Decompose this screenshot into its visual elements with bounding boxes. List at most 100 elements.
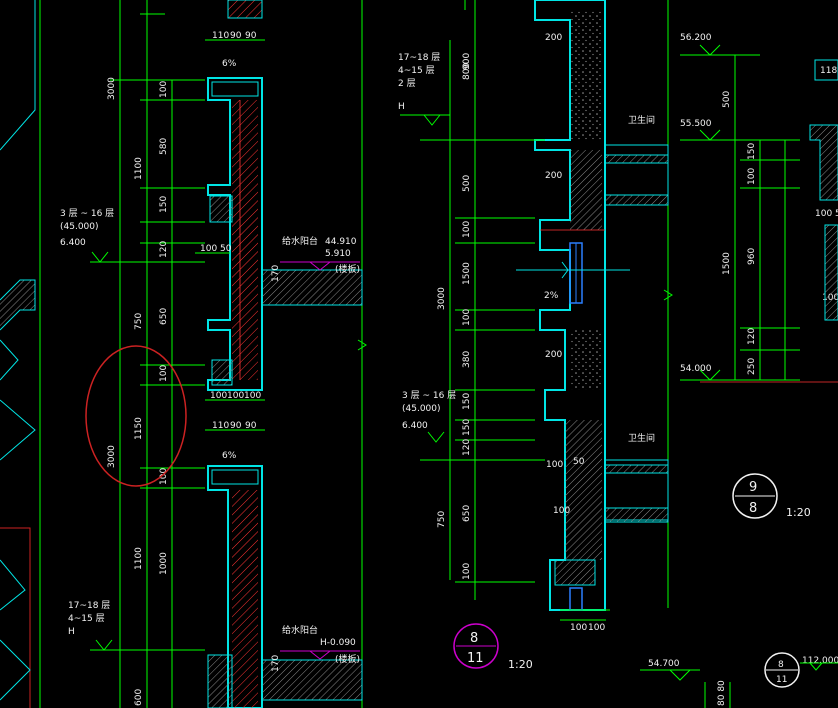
mid-level-17-18: 17~18 层	[398, 52, 440, 63]
v-dim-inner-5: 650	[159, 308, 169, 325]
level-4-15-left: 4~15 层	[68, 613, 105, 624]
right-v-7: 250	[747, 358, 757, 375]
mid-v-8: 150	[462, 393, 472, 410]
mid-level-4-15: 4~15 层	[398, 65, 435, 76]
v-dim-mid-2: 750	[134, 313, 144, 330]
small-dim-left: 100 50	[200, 244, 232, 254]
scale-mid: 1:20	[508, 658, 533, 671]
balcony-1-dim: 170	[271, 265, 281, 282]
right-elev-2: 55.500	[680, 119, 712, 129]
dim-mid2-3: 90	[245, 421, 257, 431]
upper-wall-section	[207, 0, 363, 391]
dim-top-1: 110	[212, 31, 229, 41]
v-dim-inner-7: 100	[159, 468, 169, 485]
bubble2-top: 8	[778, 660, 784, 670]
right-elev-3: 54.000	[680, 364, 712, 374]
bubble-mid-top: 8	[470, 631, 478, 646]
v-dim-inner-6: 100	[159, 365, 169, 382]
v-dim-mid-3: 1150	[134, 417, 144, 440]
right-elev-1: 56.200	[680, 33, 712, 43]
mid-v-9: 150	[462, 419, 472, 436]
mid-v-3: 500	[462, 175, 472, 192]
level-3-16-left: 3 层 ~ 16 层	[60, 208, 114, 219]
level-3-16-value-left: (45.000)	[60, 222, 99, 232]
annotation-ellipse	[85, 345, 187, 487]
slope-bottom: 6%	[222, 451, 237, 461]
mid-v-10: 120	[462, 439, 472, 456]
dim-top-2: 90	[230, 31, 242, 41]
v-dim-inner-2: 580	[159, 138, 169, 155]
mid-level-3-16-elev: 6.400	[402, 421, 428, 431]
mid-v-12: 750	[437, 511, 447, 528]
mid-level-2: 2 层	[398, 78, 416, 89]
dim-mid-3: 100	[244, 391, 261, 401]
section-bubble-mid: 8 11 1:20	[453, 623, 533, 671]
right-v-2: 150	[747, 143, 757, 160]
balcony-2-dim: 170	[271, 655, 281, 672]
room-label-2: 卫生间	[628, 432, 655, 444]
mid-slope: 2%	[544, 291, 559, 301]
scale-right: 1:20	[786, 506, 811, 519]
dim-mid2-2: 90	[230, 421, 242, 431]
right-v-5: 960	[747, 248, 757, 265]
dim-top-3: 90	[245, 31, 257, 41]
balcony-1-elev: 44.910	[325, 237, 357, 247]
right-elev-5: 112.000	[802, 656, 838, 666]
mid-v-11: 650	[462, 505, 472, 522]
right-v-1: 500	[722, 91, 732, 108]
right-edge-2: 100 50	[815, 209, 838, 219]
right-v-4: 1500	[722, 252, 732, 275]
bubble-right-bottom: 8	[749, 501, 757, 516]
mid-h-7: 100	[588, 623, 605, 633]
left-section: 110 90 90 6% 100 100 100 110 90 90 6% 10…	[0, 0, 367, 708]
v-dim-mid-1: 1100	[134, 157, 144, 180]
balcony-1-note: (楼板)	[335, 263, 360, 275]
detail-bubble-right: 9 8 1:20	[732, 473, 811, 519]
mid-h-3: 200	[545, 350, 562, 360]
bubble-right-top: 9	[749, 480, 757, 495]
mid-v-5: 1500	[462, 262, 472, 285]
v-dim-outer-2: 3000	[107, 445, 117, 468]
v-dim-inner-1: 100	[159, 81, 169, 98]
right-elev-4: 54.700	[648, 659, 680, 669]
mid-v-1: 900	[462, 53, 472, 70]
mid-v-2: 800	[462, 63, 472, 80]
v-dim-outer-1: 3000	[107, 77, 117, 100]
left-edge-fragment	[0, 0, 36, 708]
v-dim-mid-5: 600	[134, 689, 144, 706]
slope-top: 6%	[222, 59, 237, 69]
dim-mid-1: 100	[210, 391, 227, 401]
balcony-label-2: 给水阳台	[282, 624, 318, 636]
mid-h-8: 50	[573, 457, 585, 467]
middle-section: 3000 900 800 500 100 1500 100 380 150 15…	[398, 0, 673, 671]
room-label-1: 卫生间	[628, 114, 655, 126]
right-section: 56.200 55.500 54.000 54.700 112.000 500 …	[640, 33, 838, 708]
v-dim-inner-8: 1000	[159, 552, 169, 575]
dim-mid2-1: 110	[212, 421, 229, 431]
right-v-6: 120	[747, 328, 757, 345]
right-small-dim: 80 80	[717, 680, 727, 706]
mid-h-5: 100	[553, 506, 570, 516]
mid-v-13: 100	[462, 563, 472, 580]
v-dim-inner-4: 120	[159, 241, 169, 258]
mid-h-6: 100	[570, 623, 587, 633]
mid-level-h: H	[398, 102, 405, 112]
right-v-3: 100	[747, 168, 757, 185]
mid-v-7: 380	[462, 351, 472, 368]
balcony-label-1: 给水阳台	[282, 235, 318, 247]
lower-wall-section	[207, 465, 363, 708]
balcony-2-elev: H-0.090	[320, 638, 356, 648]
bubble-mid-bottom: 11	[467, 651, 484, 666]
level-3-16-elev-left: 6.400	[60, 238, 86, 248]
balcony-1-elev2: 5.910	[325, 249, 351, 259]
mid-h-1: 200	[545, 33, 562, 43]
mid-level-3-16: 3 层 ~ 16 层	[402, 390, 456, 401]
mid-v-outer: 3000	[437, 287, 447, 310]
bubble2-bottom: 11	[776, 675, 787, 685]
mid-v-6: 100	[462, 309, 472, 326]
mid-v-4: 100	[462, 221, 472, 238]
balcony-2-note: (楼板)	[335, 653, 360, 665]
mid-level-3-16-value: (45.000)	[402, 404, 441, 414]
right-edge-1: 118	[820, 66, 837, 76]
